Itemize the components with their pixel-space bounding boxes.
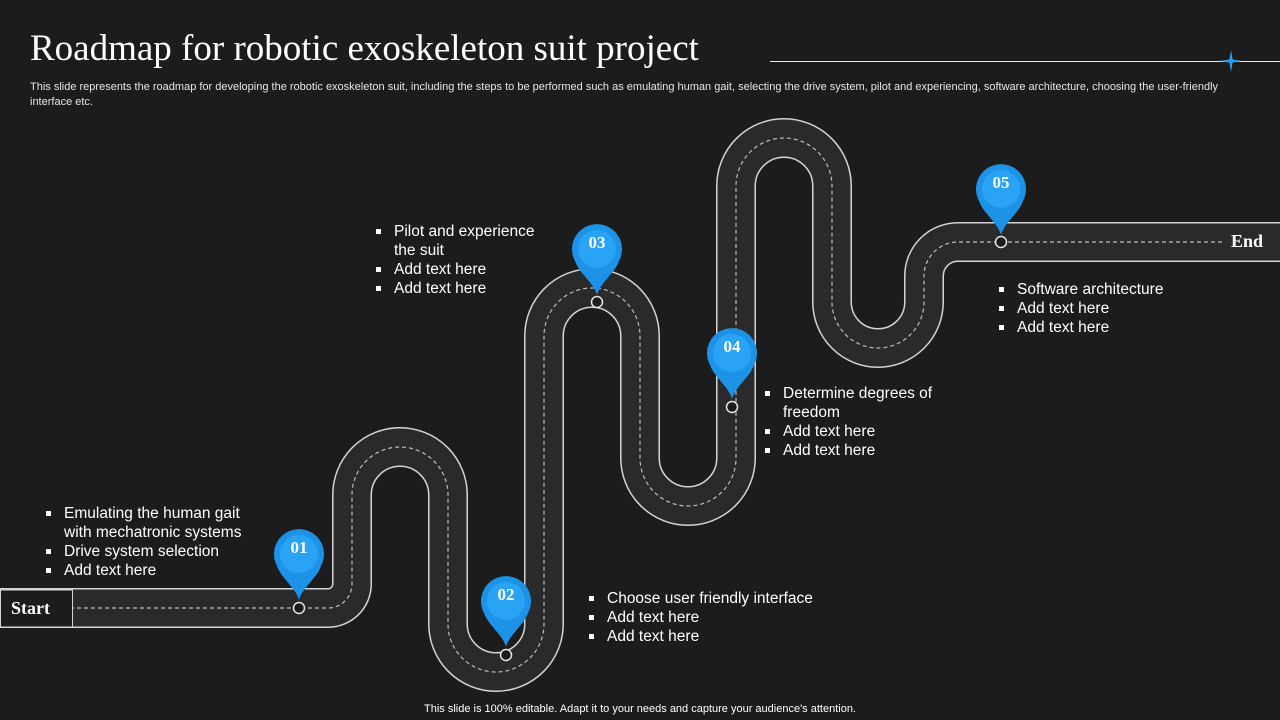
list-item: Choose user friendly interface [588, 589, 848, 608]
title-underline [770, 61, 1280, 62]
milestone-node-02 [499, 648, 513, 662]
milestone-pin-04: 04 [706, 327, 758, 399]
list-item: Add text here [375, 279, 550, 298]
list-item: Add text here [998, 318, 1218, 337]
map-pin-icon [976, 164, 1026, 235]
milestone-list-05: Software architecture Add text here Add … [998, 280, 1218, 337]
list-item: Add text here [764, 422, 959, 441]
milestone-pin-02: 02 [480, 575, 532, 647]
list-item: Drive system selection [45, 542, 260, 561]
list-item: Add text here [998, 299, 1218, 318]
list-item: Emulating the human gait with mechatroni… [45, 504, 260, 542]
page-title: Roadmap for robotic exoskeleton suit pro… [30, 28, 699, 69]
milestone-list-03: Pilot and experience the suit Add text h… [375, 222, 550, 298]
milestone-node-05 [994, 235, 1008, 249]
list-item: Add text here [375, 260, 550, 279]
milestone-node-03 [590, 295, 604, 309]
page-subtitle: This slide represents the roadmap for de… [30, 81, 1219, 108]
milestone-number: 02 [497, 585, 515, 604]
milestone-number: 01 [290, 538, 308, 557]
map-pin-icon [274, 529, 324, 600]
milestone-number: 04 [723, 337, 741, 356]
milestone-pin-03: 03 [571, 223, 623, 295]
milestone-list-01: Emulating the human gait with mechatroni… [45, 504, 260, 580]
list-item: Software architecture [998, 280, 1218, 299]
start-label: Start [11, 598, 50, 618]
map-pin-icon [707, 328, 757, 399]
start-box [0, 589, 73, 628]
milestone-number: 03 [588, 233, 606, 252]
milestone-number: 05 [992, 173, 1010, 192]
milestone-node-04 [725, 400, 739, 414]
milestone-pin-05: 05 [975, 163, 1027, 235]
milestone-pin-01: 01 [273, 528, 325, 600]
milestone-list-02: Choose user friendly interface Add text … [588, 589, 848, 646]
list-item: Add text here [764, 441, 959, 460]
list-item: Pilot and experience the suit [375, 222, 550, 260]
footer-note: This slide is 100% editable. Adapt it to… [424, 703, 856, 715]
end-label: End [1231, 231, 1264, 251]
milestone-list-04: Determine degrees of freedom Add text he… [764, 384, 959, 460]
sparkle-icon [1220, 50, 1242, 72]
map-pin-icon [572, 224, 622, 295]
map-pin-icon [481, 576, 531, 647]
list-item: Determine degrees of freedom [764, 384, 959, 422]
milestone-node-01 [292, 601, 306, 615]
list-item: Add text here [588, 627, 848, 646]
list-item: Add text here [588, 608, 848, 627]
list-item: Add text here [45, 561, 260, 580]
road-center-line [70, 137, 1225, 673]
